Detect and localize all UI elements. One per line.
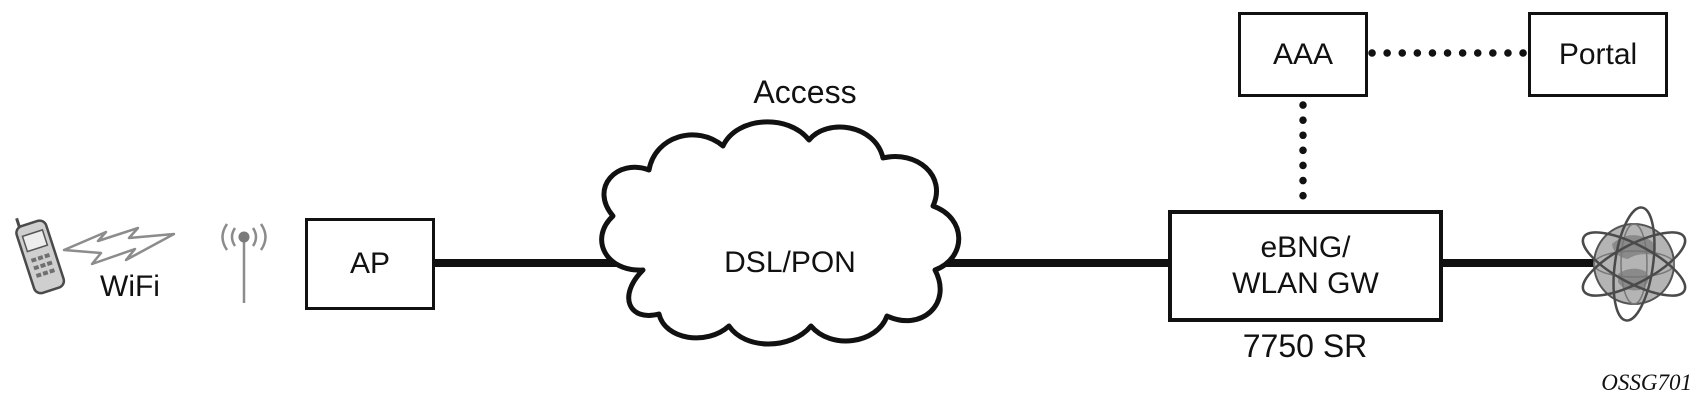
link-gateway-internet — [1438, 259, 1613, 267]
access-label: Access — [753, 74, 857, 110]
ap-label: AP — [349, 247, 391, 280]
gateway-caption: 7750 SR — [1242, 328, 1368, 364]
access-cloud-icon — [599, 119, 962, 347]
mobile-phone-icon — [15, 217, 66, 295]
wifi-label: WiFi — [100, 270, 160, 303]
dotted-link-aaa-gateway — [1299, 101, 1307, 209]
internet-globe-icon — [1581, 206, 1687, 322]
portal-label: Portal — [1558, 37, 1638, 71]
antenna-icon — [221, 223, 267, 303]
link-cloud-gateway — [940, 259, 1180, 267]
gateway-label-line2: WLAN GW — [1232, 267, 1379, 300]
dotted-link-aaa-portal — [1368, 49, 1530, 57]
link-ap-cloud — [430, 259, 650, 267]
access-cloud-label: DSL/PON — [724, 246, 856, 279]
node-portal: Portal — [1528, 12, 1668, 97]
node-gateway: eBNG/ WLAN GW — [1168, 210, 1443, 322]
figure-id-label: OSSG701 — [1601, 370, 1692, 395]
node-aaa: AAA — [1238, 12, 1368, 97]
node-ap: AP — [305, 218, 435, 310]
gateway-label-line1: eBNG/ — [1260, 231, 1351, 264]
wifi-signal-icon — [62, 226, 176, 266]
aaa-label: AAA — [1272, 37, 1334, 71]
